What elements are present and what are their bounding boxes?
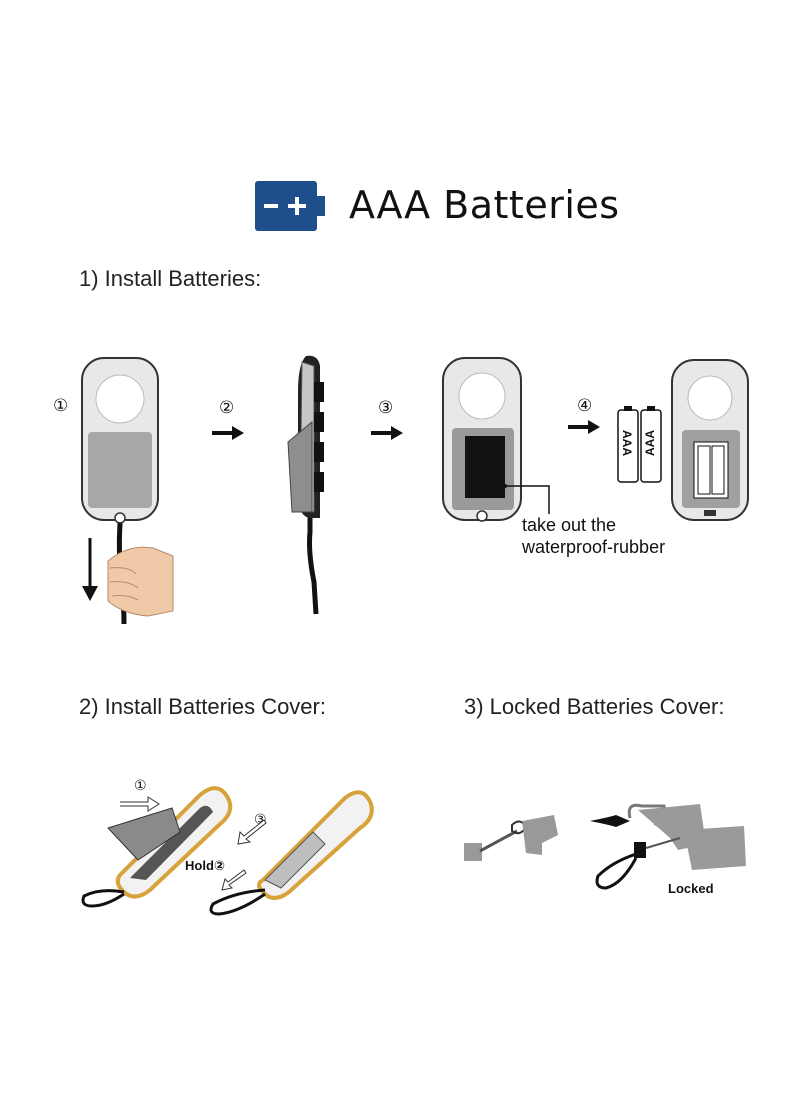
remote-cover-closed-illustration [205,780,375,920]
cover-step3-arrow-icon [236,818,267,851]
remote-step1-illustration [78,356,178,626]
hold-arrow-icon [220,868,247,897]
strap-locked-illustration [592,796,752,896]
section-locked-cover: 3) Locked Batteries Cover: [464,694,725,719]
step-4-marker: ④ [577,396,593,416]
cover-step1-arrow-icon [120,796,160,817]
section-install-cover: 2) Install Batteries Cover: [79,694,326,719]
rubber-note-line1: take out the [522,515,617,535]
remote-cover-open-illustration [80,780,235,910]
arrow-right-icon [568,420,600,439]
hold-label: Hold② [185,858,225,873]
section-install-batteries: 1) Install Batteries: [79,266,262,291]
remote-batteries-installed-illustration [670,358,755,526]
step-1-marker: ① [53,396,69,416]
remote-back-rubber-illustration [440,356,530,526]
strap-unlocked-illustration [462,795,572,875]
aaa-battery-icon [617,406,639,484]
callout-line [503,484,555,521]
arrow-right-icon [212,426,244,445]
arrow-right-icon [371,426,403,445]
step-3-marker: ③ [378,398,394,418]
battery-label: AAA [643,430,657,456]
remote-side-view-illustration [284,352,334,617]
locked-label: Locked [668,881,714,896]
arrow-right-icon [590,813,630,834]
aaa-battery-icon [640,406,662,484]
page-title: AAA Batteries [349,183,620,227]
cover-step-1-marker: ① [134,778,147,794]
battery-logo-icon [255,181,325,231]
battery-label: AAA [620,430,634,456]
rubber-note-line2: waterproof-rubber [522,537,666,557]
step-2-marker: ② [219,398,235,418]
